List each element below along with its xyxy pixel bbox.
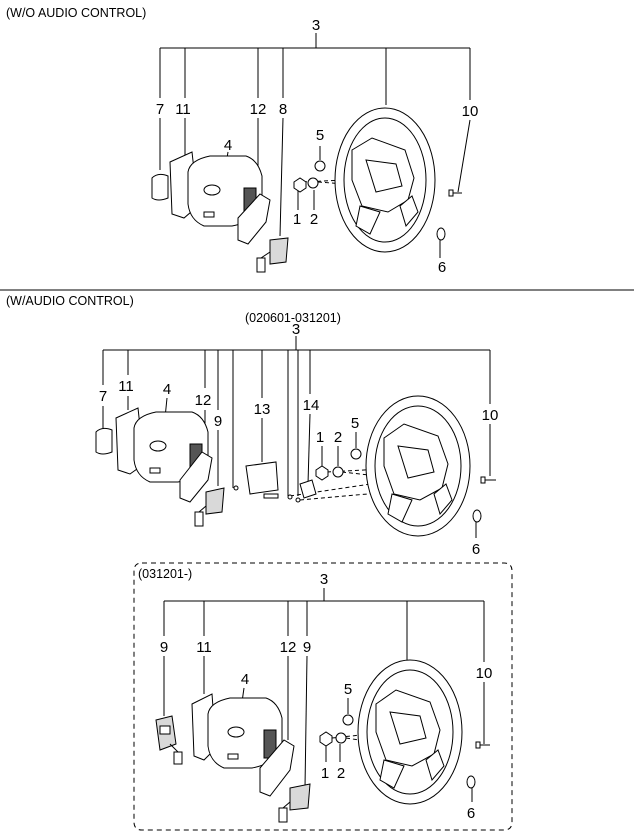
label-13: 13 [254, 401, 271, 418]
label-4: 4 [241, 671, 249, 688]
label-11: 11 [196, 639, 212, 656]
label-6: 6 [472, 541, 480, 558]
section-title-w-audio: (W/AUDIO CONTROL) [6, 294, 134, 308]
nut-part-1 [315, 465, 329, 481]
lower-cover-part-12 [237, 193, 271, 245]
label-10: 10 [462, 103, 479, 120]
label-9: 9 [303, 639, 311, 656]
cap-part-6 [436, 227, 446, 241]
labels-bottom: 3 9 11 12 9 4 5 10 1 2 6 [160, 571, 493, 822]
label-9: 9 [214, 413, 222, 430]
washer-part-2 [335, 732, 347, 744]
horn-cover-part-7 [95, 427, 113, 455]
label-4: 4 [224, 137, 232, 154]
cap-part-6 [466, 775, 476, 789]
label-12: 12 [195, 392, 212, 409]
label-1: 1 [293, 211, 301, 228]
label-3: 3 [312, 17, 320, 34]
section-later-version: (031201-) [133, 562, 513, 831]
label-6: 6 [438, 259, 446, 276]
date-range-b: (031201-) [138, 567, 192, 581]
airbag-module-part-4 [133, 411, 209, 483]
label-14: 14 [303, 397, 320, 414]
section-title-wo-audio: (W/O AUDIO CONTROL) [6, 6, 146, 20]
label-2: 2 [337, 765, 345, 782]
switch-part-8 [256, 237, 289, 273]
leader-lines-mid [102, 336, 491, 538]
section-without-audio-control: (W/O AUDIO CONTROL) [6, 6, 471, 273]
nut-part-1 [293, 177, 307, 193]
label-1: 1 [316, 429, 324, 446]
dashed-box [133, 562, 513, 831]
screw-part-10 [475, 741, 490, 749]
washer-part-2 [332, 466, 344, 478]
label-10: 10 [476, 665, 493, 682]
label-11: 11 [118, 378, 134, 395]
switch-part-9 [194, 487, 225, 527]
nut-part-1 [319, 731, 333, 747]
switch-part-9-right [278, 783, 311, 823]
label-6: 6 [467, 805, 475, 822]
label-5: 5 [316, 127, 324, 144]
steering-wheel-mid [365, 395, 471, 537]
label-11: 11 [175, 101, 191, 118]
label-1: 1 [321, 765, 329, 782]
audio-switch-part-9 [155, 715, 183, 765]
labels-top: 3 7 11 12 8 4 5 10 1 2 6 [156, 17, 479, 276]
label-10: 10 [482, 407, 499, 424]
section-with-audio-control: (W/AUDIO CONTROL) (020601-031201) [6, 294, 496, 538]
bolt-part-5 [342, 714, 354, 726]
cap-part-6 [472, 509, 482, 523]
label-12: 12 [280, 639, 297, 656]
bolt-part-5 [350, 448, 362, 460]
labels-mid: 3 7 11 4 12 9 13 14 5 10 1 2 6 [99, 321, 499, 558]
washer-part-2 [307, 177, 319, 189]
lower-cover-part-12 [179, 451, 213, 503]
label-7: 7 [156, 101, 164, 118]
screw-part-10 [448, 189, 462, 197]
airbag-module-part-4 [207, 697, 283, 769]
label-5: 5 [351, 415, 359, 432]
label-2: 2 [310, 211, 318, 228]
bolt-part-5 [314, 160, 326, 172]
label-9: 9 [160, 639, 168, 656]
label-3: 3 [320, 571, 328, 588]
label-5: 5 [344, 681, 352, 698]
horn-cover-part-7 [151, 173, 169, 201]
label-2: 2 [334, 429, 342, 446]
connector-part-14 [287, 479, 317, 503]
audio-switch-part-13 [233, 461, 279, 499]
lower-cover-part-12 [259, 739, 295, 797]
label-8: 8 [279, 101, 287, 118]
label-3: 3 [292, 321, 300, 338]
label-12: 12 [250, 101, 267, 118]
screw-part-10 [480, 476, 496, 484]
label-7: 7 [99, 388, 107, 405]
label-4: 4 [163, 381, 171, 398]
date-range-a: (020601-031201) [245, 311, 341, 325]
steering-wheel-bottom [357, 659, 463, 805]
steering-wheel-top [334, 107, 436, 253]
